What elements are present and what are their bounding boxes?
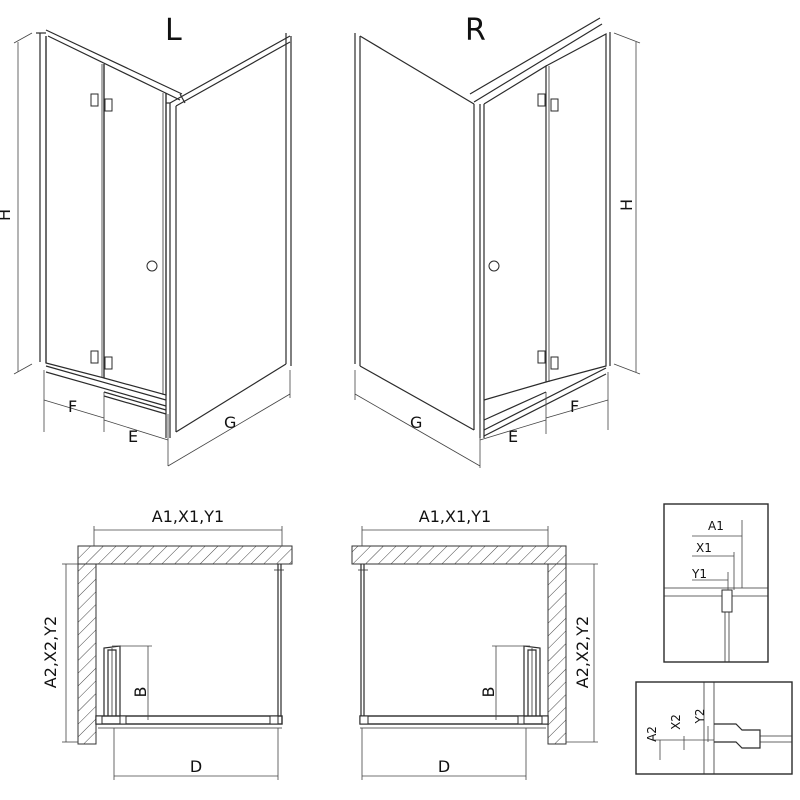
plan-wall-top [77, 545, 293, 565]
plan-right-b-dim [492, 645, 530, 720]
plan-left-d-dim [113, 728, 279, 780]
plan-left-d-label: D [190, 757, 202, 776]
hinge-icon [550, 356, 559, 370]
dim-h-label-right: H [617, 199, 636, 211]
knob-icon [146, 260, 158, 272]
hinge-icon [90, 93, 99, 107]
dim-e-label-right: E [508, 427, 518, 446]
hinge-icon [104, 356, 113, 370]
plan-left: A1,X1,Y1 A2,X2,Y2 [41, 507, 293, 780]
plan-left-depth-label: A2,X2,Y2 [41, 616, 60, 688]
view-right-3d: R [354, 13, 641, 468]
hinge-icon [550, 98, 559, 112]
plan-left-b-dim [112, 645, 152, 720]
plan-right-side-glass [358, 564, 368, 722]
plan-left-base-rail [95, 715, 283, 729]
detail-x1-label: X1 [696, 541, 712, 555]
detail-y1-label: Y1 [691, 567, 707, 581]
hinge-icon [537, 93, 546, 107]
detail-x2-label: X2 [669, 714, 683, 730]
side-panel-right [354, 33, 475, 431]
plan-right-base-rail [359, 715, 549, 729]
view-right-label: R [465, 13, 486, 48]
dim-h-left [13, 32, 33, 375]
folding-door-right [479, 32, 611, 438]
hinge-icon [104, 98, 113, 112]
detail-a1-label: A1 [708, 519, 724, 533]
dim-f-label-left: F [68, 397, 77, 416]
dim-gef-right [354, 370, 609, 468]
plan-left-width-label: A1,X1,Y1 [152, 507, 224, 526]
plan-wall-side [547, 563, 567, 745]
folding-door [45, 36, 171, 438]
dim-g-label-right: G [410, 413, 422, 432]
plan-right-b-label: B [479, 687, 498, 698]
top-bar-right [469, 17, 603, 103]
view-left-3d: L [0, 13, 292, 467]
plan-right-width-dim [361, 526, 549, 546]
detail-y2-label: Y2 [693, 709, 707, 725]
plan-wall-top [351, 545, 567, 565]
plan-wall-side [77, 563, 97, 745]
plan-right-depth-dim [566, 563, 598, 743]
detail-bottom [635, 681, 793, 775]
dim-fe-left [43, 370, 291, 467]
plan-right-d-dim [361, 728, 527, 780]
dim-h-right [613, 32, 641, 375]
base-tray-right [483, 367, 607, 437]
detail-top [663, 503, 769, 663]
left-wall-profile [36, 32, 47, 363]
plan-left-b-label: B [131, 687, 150, 698]
detail-a2-label: A2 [645, 726, 659, 742]
base-tray [45, 365, 167, 415]
plan-right-folded-door [523, 645, 541, 722]
dim-e-label-left: E [128, 427, 138, 446]
knob-icon [488, 260, 500, 272]
dim-h-label-left: H [0, 209, 14, 221]
hinge-icon [90, 350, 99, 364]
hinge-icon [537, 350, 546, 364]
plan-right: A1,X1,Y1 A2,X2,Y2 B [351, 507, 598, 780]
plan-left-side-glass [274, 564, 284, 722]
plan-left-folded-door [103, 645, 121, 722]
plan-right-width-label: A1,X1,Y1 [419, 507, 491, 526]
dim-g-label-left: G [224, 413, 236, 432]
plan-left-width-dim [93, 526, 283, 546]
dim-f-label-right: F [570, 397, 579, 416]
detail-top-frame [663, 503, 769, 663]
plan-right-depth-label: A2,X2,Y2 [573, 616, 592, 688]
plan-left-depth-dim [62, 563, 78, 743]
plan-right-d-label: D [438, 757, 450, 776]
view-left-label: L [165, 13, 182, 48]
side-panel [169, 33, 292, 433]
